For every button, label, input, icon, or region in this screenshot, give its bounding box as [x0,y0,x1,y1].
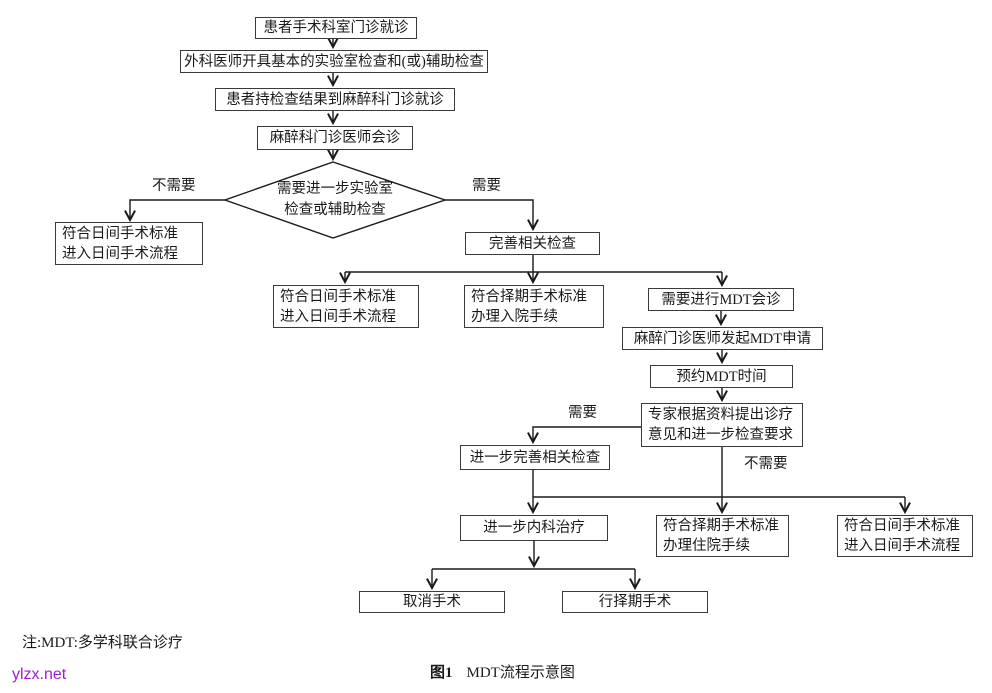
node-label: 符合日间手术标准 [280,288,396,305]
node-cancel-surgery: 取消手术 [359,591,505,613]
node-further-tests: 进一步完善相关检查 [460,445,610,470]
node-day-surgery-left: 符合日间手术标准 进入日间手术流程 [55,222,203,265]
watermark-link[interactable]: ylzx.net [12,666,67,683]
edge-label-need-mid: 需要 [568,405,597,421]
node-expert-opinion: 专家根据资料提出诊疗 意见和进一步检查要求 [641,403,803,447]
decision-diamond [222,161,448,239]
node-medical-treatment: 进一步内科治疗 [460,515,608,541]
node-surgeon-orders: 外科医师开具基本的实验室检查和(或)辅助检查 [180,50,488,73]
node-anesthesia-consult: 麻醉科门诊医师会诊 [257,126,413,150]
edge-label-no-need-top: 不需要 [152,178,196,194]
node-schedule-mdt: 预约MDT时间 [650,365,793,388]
node-initiate-mdt: 麻醉门诊医师发起MDT申请 [622,327,823,350]
node-elective-surgery: 行择期手术 [562,591,708,613]
node-label: 需要进一步实验室 [277,181,393,197]
figure-title: MDT流程示意图 [466,665,575,681]
node-label: 办理入院手续 [471,308,558,325]
node-bring-results: 患者持检查结果到麻醉科门诊就诊 [215,88,455,111]
node-label: 意见和进一步检查要求 [648,427,793,443]
node-label: 患者手术科室门诊就诊 [263,20,409,36]
figure-number: 图1 [430,665,453,681]
node-label: 麻醉科门诊医师会诊 [269,130,401,146]
node-label: 进一步内科治疗 [483,520,585,536]
node-day-surgery-mid: 符合日间手术标准 进入日间手术流程 [273,285,419,328]
edge-label-need-top: 需要 [472,178,501,194]
node-label: 符合日间手术标准 [844,518,960,534]
node-label: 进一步完善相关检查 [469,449,601,466]
node-label: 专家根据资料提出诊疗 [648,407,793,423]
figure-caption: 图1 MDT流程示意图 [430,661,575,682]
node-label: 麻醉门诊医师发起MDT申请 [633,330,812,347]
edge-label-no-need-mid: 不需要 [744,456,788,472]
mdt-note: 注:MDT:多学科联合诊疗 [22,635,183,651]
node-label: 外科医师开具基本的实验室检查和(或)辅助检查 [184,53,484,70]
node-label: 办理住院手续 [663,538,750,554]
node-label: 患者持检查结果到麻醉科门诊就诊 [226,91,444,108]
node-elective-admission: 符合择期手术标准 办理入院手续 [464,285,604,328]
node-label: 进入日间手术流程 [280,308,396,325]
node-label: 符合日间手术标准 [62,225,178,242]
node-label: 需要进行MDT会诊 [661,291,781,308]
node-label: 符合择期手术标准 [663,518,779,534]
node-label: 检查或辅助检查 [284,202,386,218]
node-label: 取消手术 [403,594,461,610]
node-label: 进入日间手术流程 [62,245,178,262]
node-complete-tests: 完善相关检查 [465,232,600,255]
node-label: 预约MDT时间 [676,368,767,385]
node-label: 符合择期手术标准 [471,288,587,305]
node-need-mdt: 需要进行MDT会诊 [648,288,794,311]
node-decision-further-tests: 需要进一步实验室 检查或辅助检查 [240,177,430,223]
node-label: 行择期手术 [598,594,672,610]
node-label: 进入日间手术流程 [844,538,960,554]
node-day-surgery-right: 符合日间手术标准 进入日间手术流程 [837,515,973,557]
node-patient-visit: 患者手术科室门诊就诊 [255,17,417,39]
node-elective-hospitalize: 符合择期手术标准 办理住院手续 [656,515,789,557]
node-label: 完善相关检查 [489,235,576,252]
